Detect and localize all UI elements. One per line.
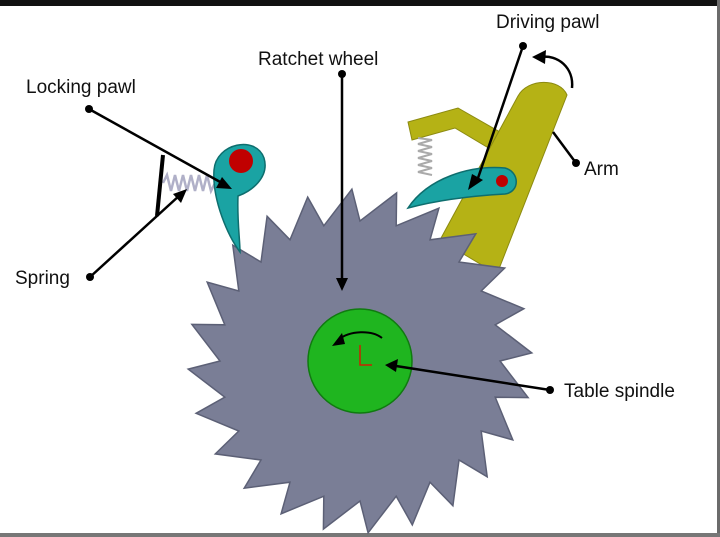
right-border: [717, 0, 720, 537]
leader-locking-pawl-head: [216, 177, 232, 189]
label-driving-pawl: Driving pawl: [496, 12, 599, 33]
driving-pawl-spring: [417, 137, 433, 176]
leader-spring-head: [173, 189, 187, 203]
leader-driving-pawl: [475, 45, 525, 182]
driving-pawl-pivot: [496, 175, 508, 187]
leader-lines: [85, 42, 580, 394]
label-table-spindle: Table spindle: [564, 381, 675, 402]
arm-motion-arrowhead: [532, 50, 546, 64]
leader-table-spindle: [395, 364, 551, 392]
leader-locking-pawl-dot: [85, 105, 93, 113]
locking-pawl-spring: [161, 171, 217, 195]
bottom-border: [0, 533, 720, 537]
spindle-axis-mark: [359, 345, 372, 366]
driving-pawl: [406, 166, 517, 210]
leader-arm: [551, 131, 578, 164]
leader-table-spindle-head: [385, 359, 398, 372]
leader-ratchet-wheel-dot: [338, 70, 346, 78]
locking-pawl: [213, 143, 266, 255]
label-spring: Spring: [15, 268, 70, 289]
label-ratchet-wheel: Ratchet wheel: [258, 49, 378, 70]
leader-table-spindle-dot: [546, 386, 554, 394]
spindle-rotation-arrowhead: [332, 333, 345, 346]
label-locking-pawl: Locking pawl: [26, 77, 136, 98]
leader-locking-pawl: [88, 107, 223, 185]
spring-bracket: [155, 154, 165, 217]
leader-driving-pawl-head: [468, 174, 483, 190]
leader-spring: [89, 194, 181, 278]
top-border: [0, 0, 720, 6]
leader-ratchet-wheel-head: [336, 278, 348, 291]
leader-spring-dot: [86, 273, 94, 281]
leader-arm-dot: [572, 159, 580, 167]
label-arm: Arm: [584, 159, 619, 180]
leader-driving-pawl-dot: [519, 42, 527, 50]
locking-pawl-pivot: [229, 149, 253, 173]
